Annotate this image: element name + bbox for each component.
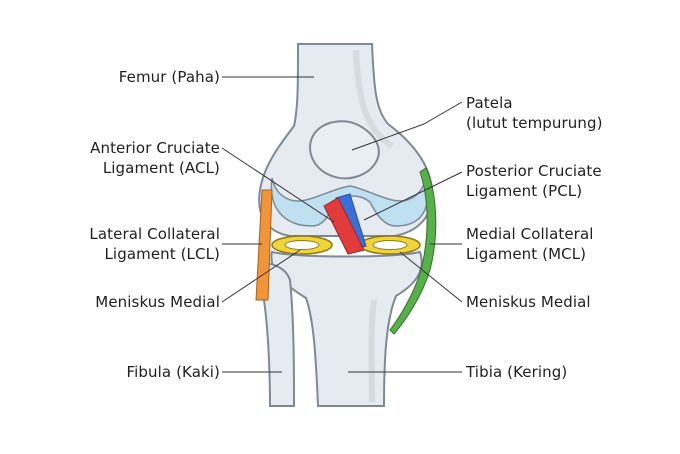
lcl-ligament	[255, 189, 273, 301]
label-mcl-line1: Medial Collateral	[466, 225, 594, 243]
label-lcl-line1: Lateral Collateral	[89, 225, 220, 243]
label-patela-line2: (lutut tempurung)	[466, 114, 603, 132]
mcl-ligament	[389, 167, 437, 335]
label-acl-line1: Anterior Cruciate	[90, 139, 220, 157]
label-pcl-line1: Posterior Cruciate	[466, 162, 602, 180]
label-femur: Femur (Paha)	[118, 68, 220, 86]
tibia-bone	[270, 250, 423, 407]
patella-bone	[309, 120, 380, 180]
label-mcl-line2: Ligament (MCL)	[466, 245, 587, 263]
label-fibula: Fibula (Kaki)	[126, 363, 220, 381]
label-meniskus-right: Meniskus Medial	[466, 293, 591, 311]
femur-cartilage	[270, 177, 429, 227]
leader-lines	[221, 76, 463, 373]
label-acl-line2: Ligament (ACL)	[102, 159, 220, 177]
label-patela-line1: Patela	[466, 94, 513, 112]
label-lcl-line2: Ligament (LCL)	[104, 245, 220, 263]
label-meniskus-left: Meniskus Medial	[95, 293, 220, 311]
label-tibia: Tibia (Kering)	[466, 363, 568, 381]
acl-ligament	[323, 197, 365, 255]
label-pcl-line2: Ligament (PCL)	[466, 182, 583, 200]
